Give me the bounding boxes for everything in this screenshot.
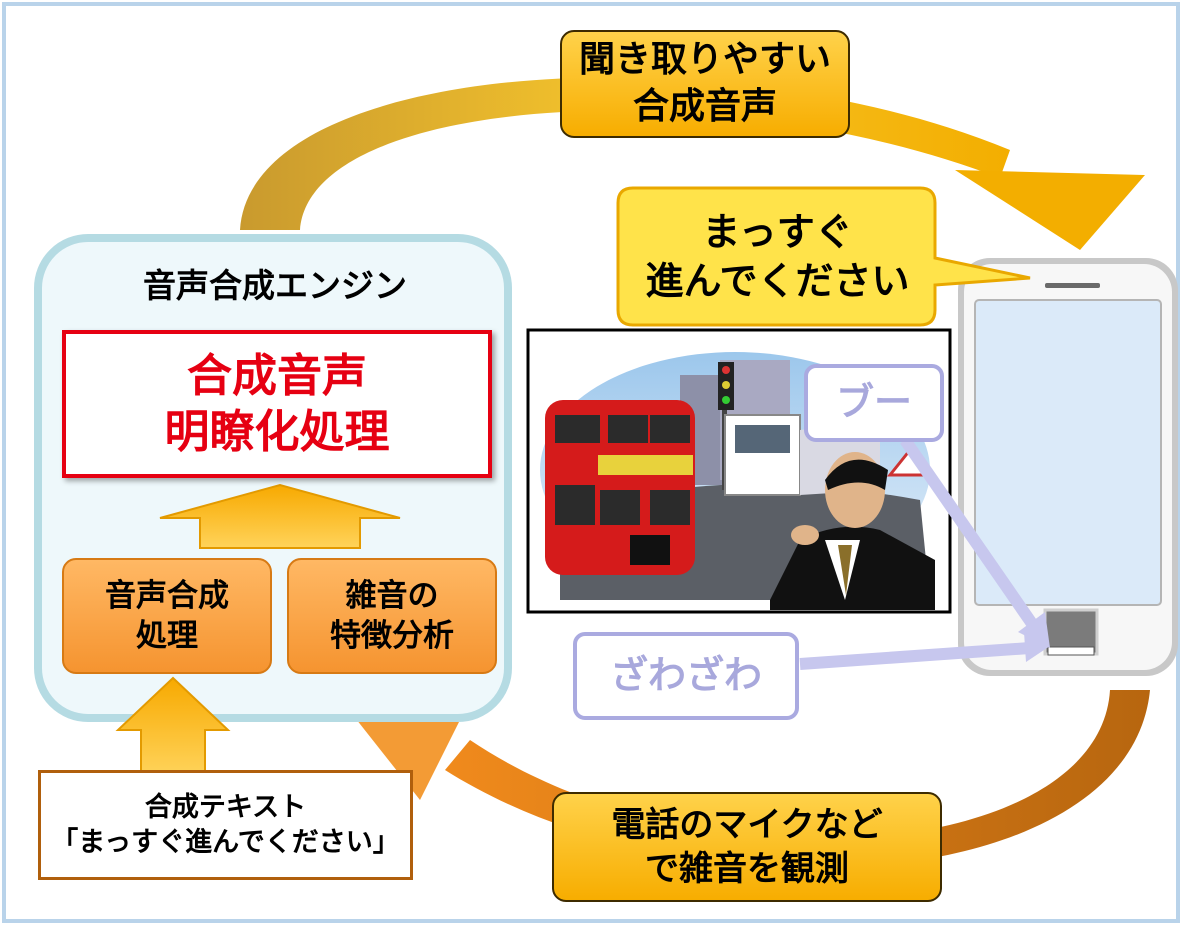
input-text-box: 合成テキスト 「まっすぐ進んでください」 [38, 770, 413, 880]
synth-process-box: 音声合成 処理 [62, 558, 272, 674]
noise-analysis-box: 雑音の 特徴分析 [287, 558, 497, 674]
engine-title: 音声合成エンジン [143, 265, 407, 305]
speech-bubble-text: まっすぐ 進んでください [645, 209, 910, 303]
mic-observe-label: 電話のマイクなど で雑音を観測 [552, 792, 942, 902]
top-cycle-label: 聞き取りやすい 合成音声 [560, 30, 850, 138]
noise-label-zawa: ざわざわ [573, 632, 799, 720]
clarity-process-box: 合成音声 明瞭化処理 [62, 330, 492, 478]
noise-label-buu: ブー [804, 364, 944, 442]
smartphone-icon [958, 258, 1178, 676]
noise-arrows [799, 436, 1050, 670]
speech-bubble-shape [616, 186, 1031, 327]
up-arrow-input [115, 676, 231, 776]
up-arrow-clarity [159, 483, 401, 549]
